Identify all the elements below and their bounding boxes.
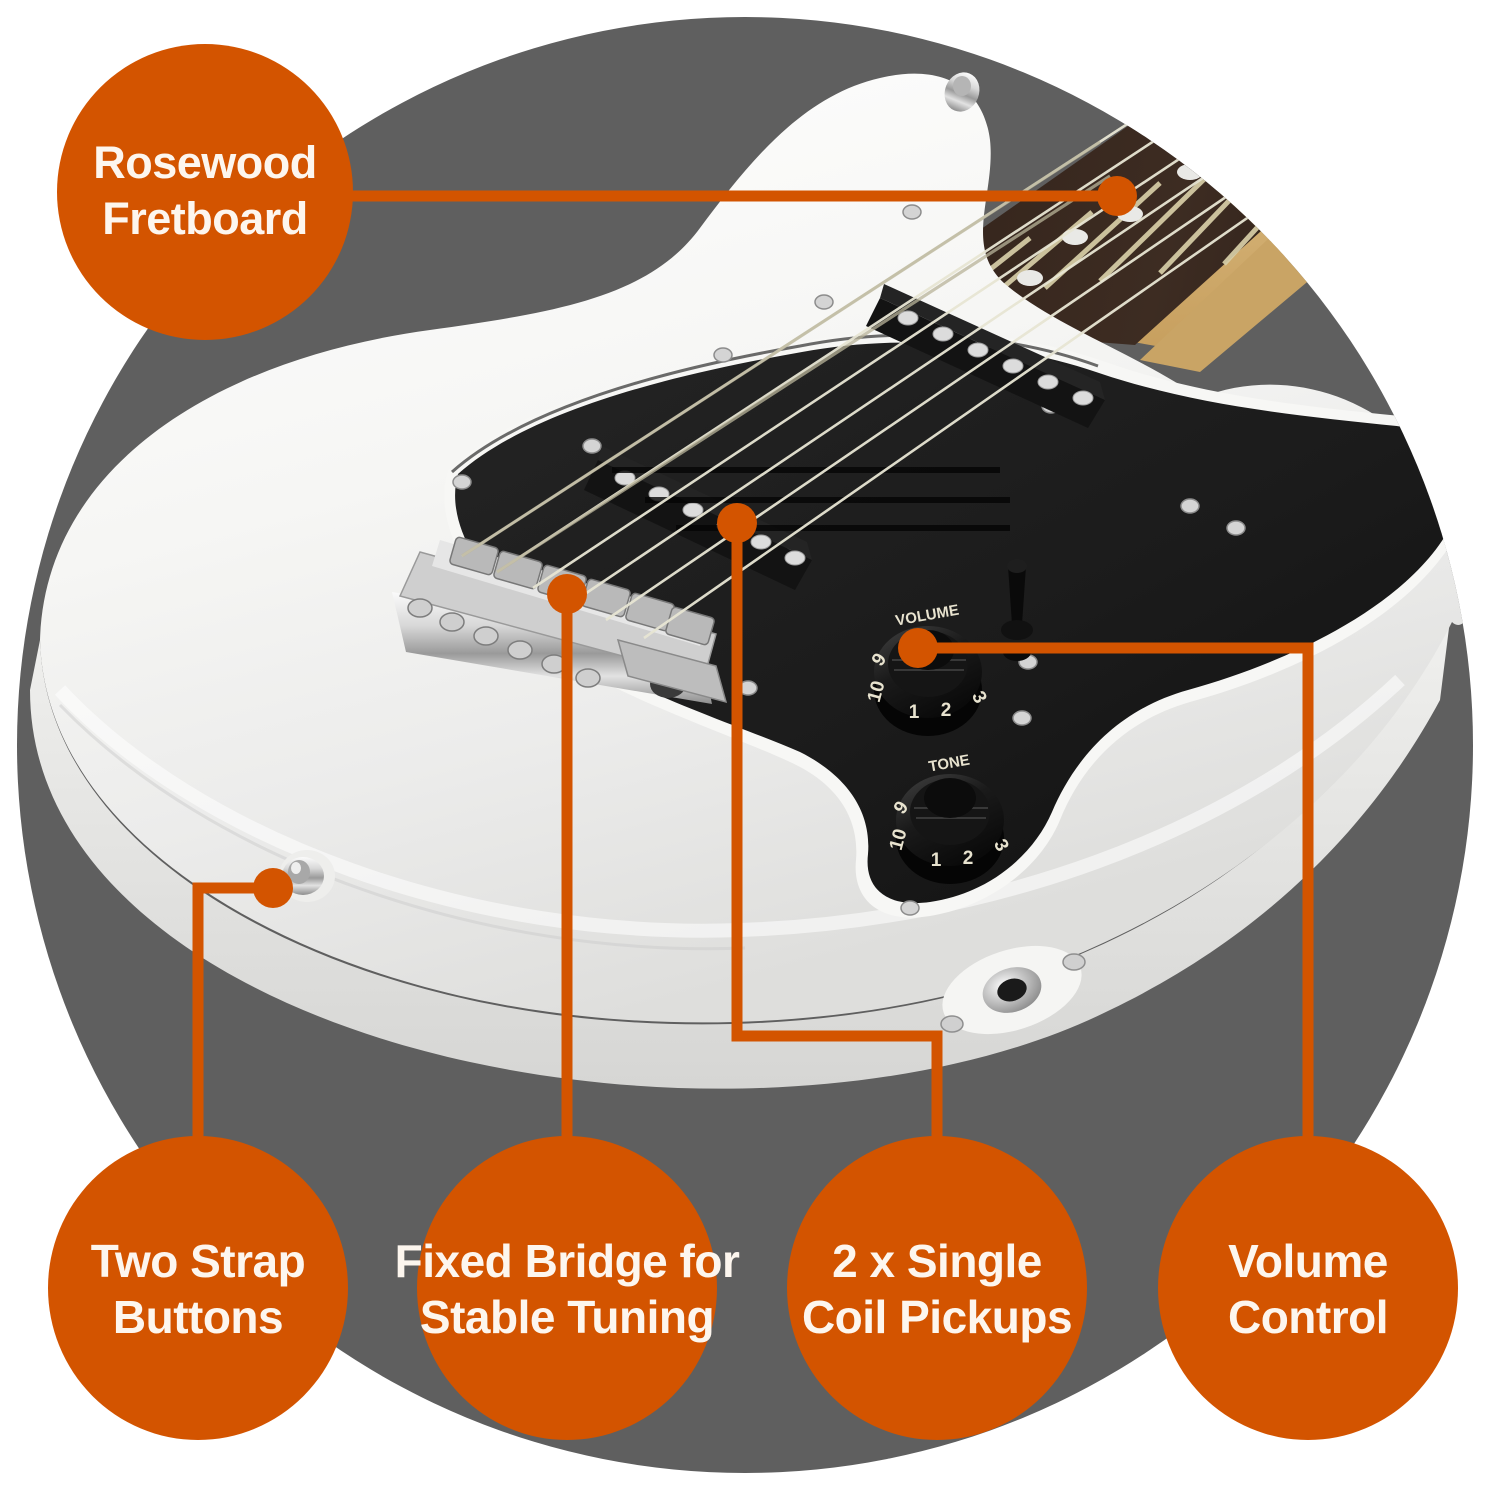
strap-button-upper	[944, 72, 980, 112]
knob-number: 2	[963, 848, 974, 869]
tone-knob[interactable]: TONE 9 10 1 2 3	[886, 752, 1013, 884]
pickguard	[455, 342, 1465, 904]
callout-line: Stable Tuning	[420, 1291, 714, 1343]
marker-dot-two-strap-buttons	[253, 868, 293, 908]
tone-knob-label: TONE	[927, 752, 971, 776]
marker-dot-volume-control	[898, 628, 938, 668]
callout-line: Buttons	[113, 1291, 283, 1343]
callout-volume-control[interactable]: Volume Control	[1158, 1136, 1458, 1440]
callout-line: Control	[1228, 1291, 1388, 1343]
knob-number: 1	[909, 702, 920, 723]
callout-fixed-bridge[interactable]: Fixed Bridge for Stable Tuning	[395, 1136, 740, 1440]
connector-two-strap-buttons	[192, 882, 273, 1140]
callout-line: Volume	[1228, 1235, 1388, 1287]
callout-line: Coil Pickups	[802, 1291, 1072, 1343]
callout-line: Fixed Bridge for	[395, 1235, 740, 1287]
connector-volume-control	[918, 642, 1314, 1140]
callout-line: Rosewood	[93, 137, 317, 188]
callout-rosewood-fretboard[interactable]: Rosewood Fretboard	[57, 44, 353, 340]
knob-number: 2	[941, 700, 952, 721]
output-jack	[940, 945, 1086, 1035]
connector-single-coil-pickups	[731, 523, 943, 1140]
callout-single-coil-pickups[interactable]: 2 x Single Coil Pickups	[787, 1136, 1087, 1440]
callout-line: 2 x Single	[832, 1235, 1042, 1287]
guitar-body: VOLUME 9 10 1 2 3	[30, 17, 1473, 1089]
marker-dot-rosewood-fretboard	[1097, 176, 1137, 216]
marker-dot-single-coil-pickups	[717, 503, 757, 543]
callout-line: Two Strap	[91, 1235, 305, 1287]
callout-two-strap-buttons[interactable]: Two Strap Buttons	[48, 1136, 348, 1440]
pickup-selector-switch[interactable]	[1001, 559, 1033, 661]
marker-dot-fixed-bridge	[547, 574, 587, 614]
knob-number: 1	[931, 850, 942, 871]
callout-line: Fretboard	[102, 193, 308, 244]
neck-pickup	[866, 284, 1105, 428]
